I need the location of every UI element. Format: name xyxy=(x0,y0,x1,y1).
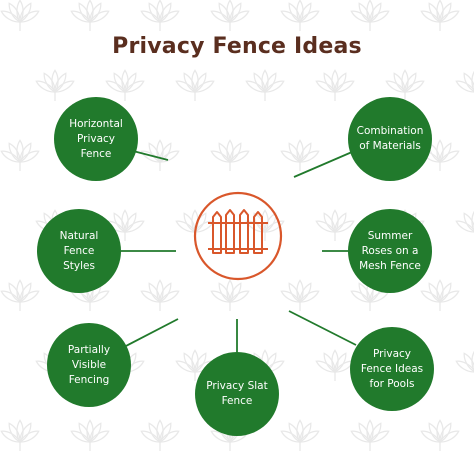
leaf-icon xyxy=(280,279,320,312)
leaf-icon xyxy=(420,419,460,452)
leaf-icon xyxy=(210,0,250,32)
leaf-icon xyxy=(210,279,250,312)
node-label: Horizontal Privacy Fence xyxy=(69,117,123,160)
connector-lines xyxy=(121,150,357,352)
leaf-icon xyxy=(280,139,320,172)
node-label: Combination of Materials xyxy=(356,125,424,152)
connector-horizontal xyxy=(132,150,169,161)
leaf-icon xyxy=(140,0,180,32)
leaf-icon xyxy=(140,279,180,312)
leaf-icon xyxy=(105,69,145,102)
node-slat: Privacy Slat Fence xyxy=(195,352,279,436)
leaf-icon xyxy=(0,279,40,312)
page-title: Privacy Fence Ideas xyxy=(112,34,362,59)
leaf-icon xyxy=(35,69,75,102)
connector-combination xyxy=(293,151,353,178)
leaf-icon xyxy=(175,69,215,102)
node-label: Privacy Slat Fence xyxy=(206,380,268,407)
leaf-icon xyxy=(420,0,460,32)
node-horizontal: Horizontal Privacy Fence xyxy=(54,97,138,181)
leaf-icon xyxy=(70,0,110,32)
node-partially: Partially Visible Fencing xyxy=(47,323,131,407)
leaf-icon xyxy=(0,0,40,32)
leaf-icon xyxy=(315,69,355,102)
leaf-icon xyxy=(350,419,390,452)
leaf-icon xyxy=(280,0,320,32)
leaf-icon xyxy=(315,209,355,242)
leaf-icon xyxy=(420,279,460,312)
leaf-icon xyxy=(245,69,285,102)
node-pools: Privacy Fence Ideas for Pools xyxy=(350,327,434,411)
connector-partially xyxy=(123,318,179,348)
node-label: Natural Fence Styles xyxy=(59,229,99,272)
node-label: Privacy Fence Ideas for Pools xyxy=(360,347,424,390)
node-roses: Summer Roses on a Mesh Fence xyxy=(348,209,432,293)
leaf-icon xyxy=(280,419,320,452)
leaf-icon xyxy=(140,419,180,452)
node-natural: Natural Fence Styles xyxy=(37,209,121,293)
leaf-icon xyxy=(210,139,250,172)
leaf-icon xyxy=(0,419,40,452)
connector-pools xyxy=(288,310,357,346)
leaf-icon xyxy=(105,209,145,242)
leaf-icon xyxy=(350,0,390,32)
center-ring xyxy=(193,191,283,281)
leaf-icon xyxy=(315,349,355,382)
leaf-icon xyxy=(420,139,460,172)
center-fence-icon xyxy=(193,191,283,281)
node-combination: Combination of Materials xyxy=(348,97,432,181)
node-label: Summer Roses on a Mesh Fence xyxy=(359,229,421,272)
leaf-icon xyxy=(140,139,180,172)
leaf-icon xyxy=(70,419,110,452)
picket-fence-icon xyxy=(208,209,268,254)
node-label: Partially Visible Fencing xyxy=(67,343,111,386)
leaf-icon xyxy=(0,139,40,172)
